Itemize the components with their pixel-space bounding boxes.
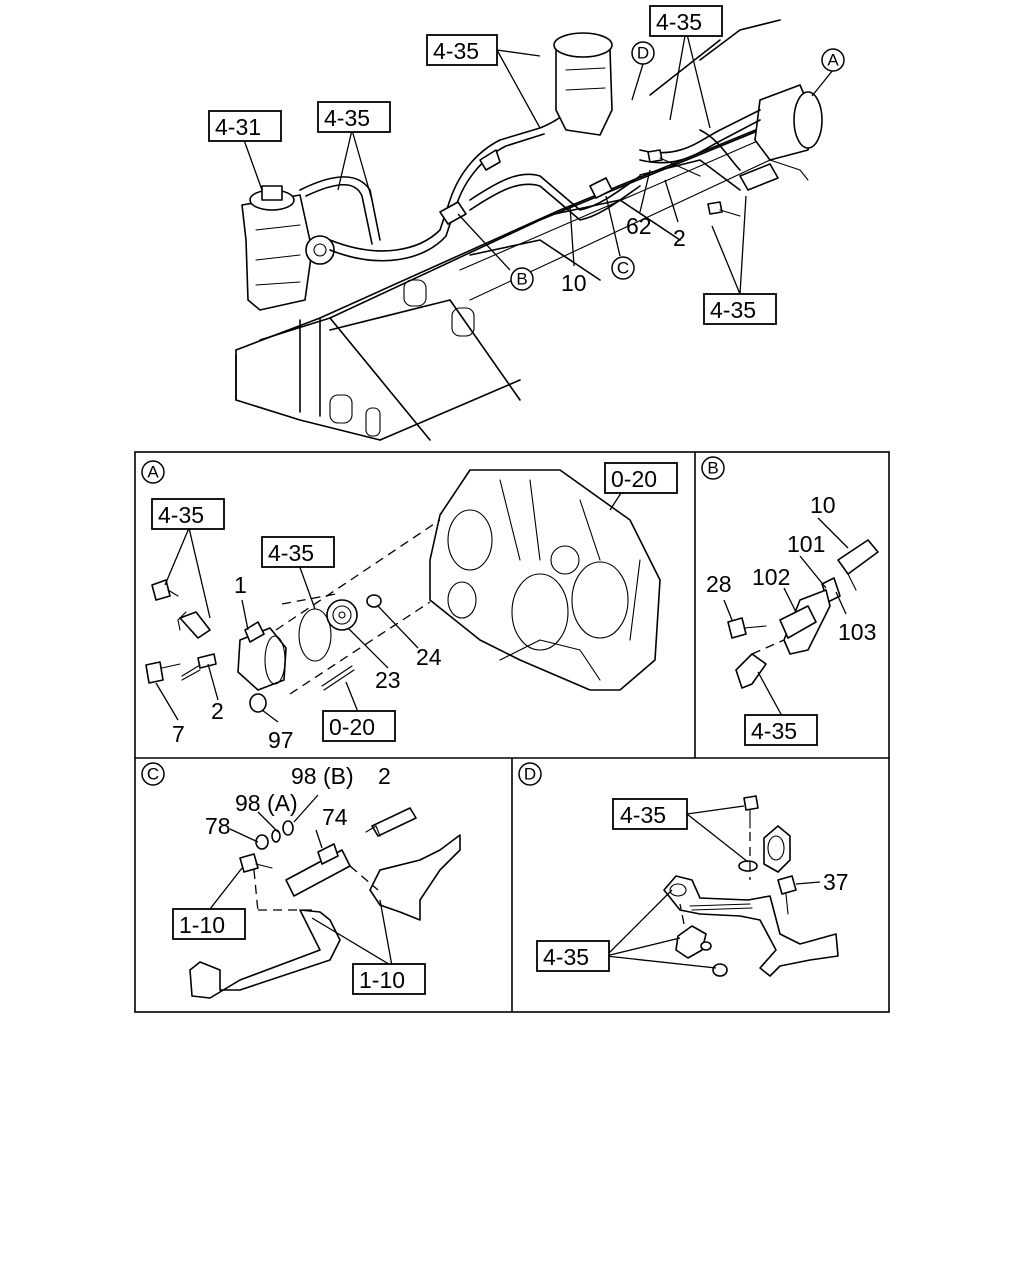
panel-b: B bbox=[701, 456, 879, 717]
svg-text:4-35: 4-35 bbox=[620, 802, 666, 828]
svg-text:4-31: 4-31 bbox=[215, 114, 261, 140]
main-ref-box-2: 4-35 bbox=[649, 5, 723, 37]
panel-d-ref-box-1: 4-35 bbox=[612, 798, 688, 830]
main-callout-a: A bbox=[821, 48, 845, 72]
svg-text:4-35: 4-35 bbox=[433, 38, 479, 64]
main-part-number-2: 2 bbox=[673, 225, 686, 251]
panel-a-ref-box-3: 0-20 bbox=[604, 462, 678, 494]
svg-text:4-35: 4-35 bbox=[324, 105, 370, 131]
panel-a-tag: A bbox=[141, 460, 165, 484]
svg-text:1-10: 1-10 bbox=[359, 967, 405, 993]
panel-c-part-number-98a: 98 (A) bbox=[235, 790, 298, 816]
panel-c-part-number-78: 78 bbox=[205, 813, 231, 839]
svg-text:A: A bbox=[827, 51, 839, 70]
panel-c-part-number-74: 74 bbox=[322, 804, 348, 830]
main-ref-box-4: 4-35 bbox=[317, 101, 391, 133]
panel-d: D bbox=[518, 762, 839, 977]
panel-a-ref-box-4: 0-20 bbox=[322, 710, 396, 742]
svg-text:4-35: 4-35 bbox=[656, 9, 702, 35]
svg-text:D: D bbox=[637, 44, 649, 63]
svg-text:1-10: 1-10 bbox=[179, 912, 225, 938]
svg-text:4-35: 4-35 bbox=[268, 540, 314, 566]
svg-text:C: C bbox=[147, 765, 159, 784]
svg-text:4-35: 4-35 bbox=[710, 297, 756, 323]
panel-d-ref-box-2: 4-35 bbox=[536, 940, 610, 972]
panel-a-part-number-24: 24 bbox=[416, 644, 442, 670]
svg-text:B: B bbox=[516, 270, 527, 289]
svg-text:4-35: 4-35 bbox=[751, 718, 797, 744]
panel-a-part-number-1: 1 bbox=[234, 572, 247, 598]
panel-a-part-number-97: 97 bbox=[268, 727, 294, 753]
panel-b-ref-box-1: 4-35 bbox=[744, 714, 818, 746]
main-callout-d: D bbox=[631, 41, 655, 65]
svg-text:0-20: 0-20 bbox=[611, 466, 657, 492]
panel-c-ref-box-2: 1-10 bbox=[352, 963, 426, 995]
panel-b-part-number-28: 28 bbox=[706, 571, 732, 597]
panel-a-ref-box-2: 4-35 bbox=[261, 536, 335, 568]
main-ref-box-5: 4-35 bbox=[703, 293, 777, 325]
svg-text:A: A bbox=[147, 463, 159, 482]
main-ref-box-1: 4-35 bbox=[426, 34, 498, 66]
main-assembly-drawing bbox=[235, 19, 834, 441]
panel-b-tag: B bbox=[701, 456, 725, 480]
main-callout-c: C bbox=[611, 256, 635, 280]
panel-a-part-number-2: 2 bbox=[211, 698, 224, 724]
panel-b-part-number-103: 103 bbox=[838, 619, 876, 645]
svg-text:C: C bbox=[617, 259, 629, 278]
svg-text:0-20: 0-20 bbox=[329, 714, 375, 740]
panel-c-ref-box-1: 1-10 bbox=[172, 908, 246, 940]
panel-d-part-number-37: 37 bbox=[823, 869, 849, 895]
svg-text:4-35: 4-35 bbox=[543, 944, 589, 970]
panel-c-tag: C bbox=[141, 762, 165, 786]
panel-b-part-number-10: 10 bbox=[810, 492, 836, 518]
svg-text:4-35: 4-35 bbox=[158, 502, 204, 528]
main-callout-b: B bbox=[510, 267, 534, 291]
svg-text:B: B bbox=[707, 459, 718, 478]
panel-c-part-number-98b: 98 (B) bbox=[291, 763, 354, 789]
panel-c: C bbox=[141, 762, 461, 999]
panel-d-tag: D bbox=[518, 762, 542, 786]
main-part-number-62: 62 bbox=[626, 213, 652, 239]
panel-a-ref-box-1: 4-35 bbox=[151, 498, 225, 530]
panel-a-part-number-23: 23 bbox=[375, 667, 401, 693]
main-part-number-10: 10 bbox=[561, 270, 587, 296]
panel-c-part-number-2: 2 bbox=[378, 763, 391, 789]
main-ref-box-3: 4-31 bbox=[208, 110, 282, 142]
panel-a-part-number-7: 7 bbox=[172, 721, 185, 747]
panel-b-part-number-101: 101 bbox=[787, 531, 825, 557]
panel-a: A bbox=[141, 460, 661, 723]
svg-text:D: D bbox=[524, 765, 536, 784]
panel-b-part-number-102: 102 bbox=[752, 564, 790, 590]
